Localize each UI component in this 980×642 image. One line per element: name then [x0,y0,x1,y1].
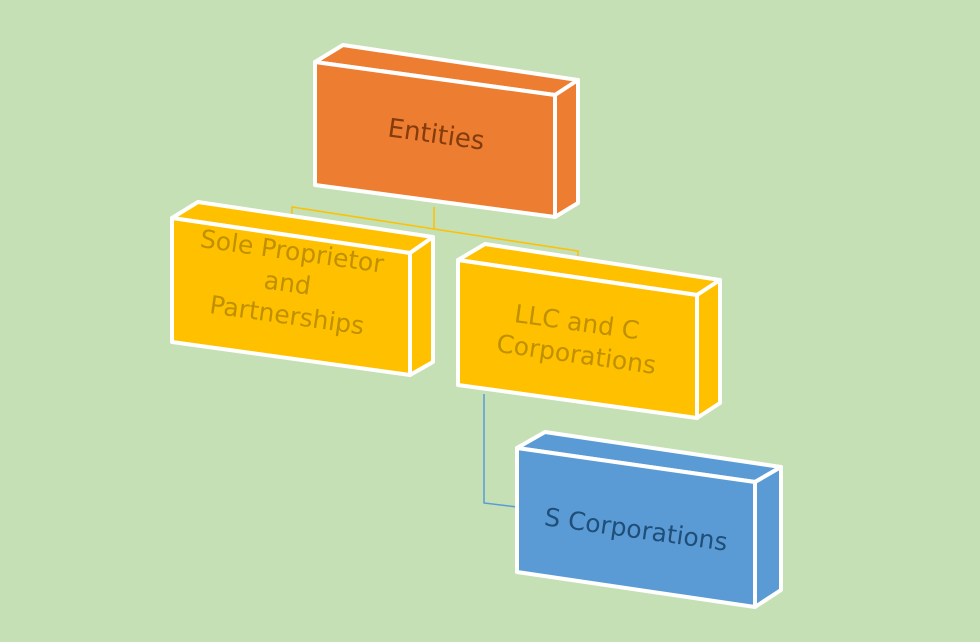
box-right-face [553,78,580,219]
box-front-face [313,60,557,219]
node-s-corporations: S Corporations [515,430,783,609]
box-right-face [408,235,435,377]
box-right-face [695,278,722,420]
connector-llc-scorp [483,394,518,508]
node-entities: Entities [313,43,580,219]
node-sole-proprietor: Sole Proprietor and Partnerships [170,200,435,377]
box-right-face [753,465,783,609]
connector-entities-sole [291,206,435,230]
node-llc-c-corporations: LLC and C Corporations [456,242,722,420]
box-front-face [170,216,412,377]
box-front-face [456,258,699,420]
box-front-face [515,446,757,609]
